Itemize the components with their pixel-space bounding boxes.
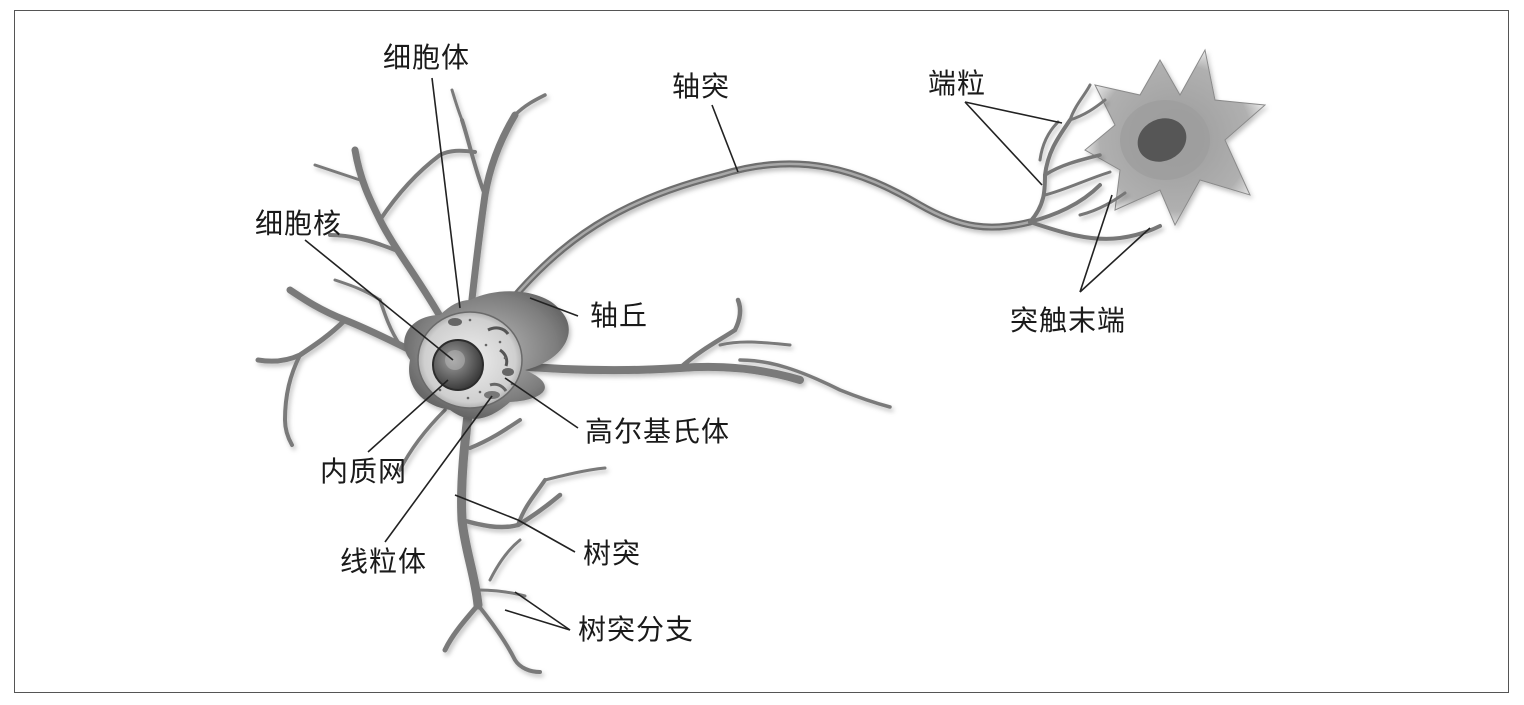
- diagram-frame: [14, 10, 1509, 693]
- label-dendrite: 树突: [583, 537, 642, 570]
- label-er: 内质网: [320, 455, 408, 488]
- label-axon-hillock: 轴丘: [590, 299, 649, 332]
- target-cell: [1084, 48, 1267, 227]
- label-axon: 轴突: [672, 70, 731, 103]
- leader-lines: [304, 77, 1151, 631]
- label-mitochondria: 线粒体: [340, 545, 428, 578]
- label-golgi: 高尔基氏体: [585, 415, 731, 448]
- label-soma: 细胞体: [383, 41, 471, 74]
- label-terminal-bouton: 端粒: [928, 67, 987, 100]
- dendrites: [255, 88, 892, 674]
- label-dendrite-branch: 树突分支: [578, 613, 695, 646]
- soma-interior: [417, 311, 523, 409]
- axon-branches: [501, 83, 1162, 312]
- label-synaptic-terminal: 突触末端: [1010, 304, 1127, 337]
- label-nucleus: 细胞核: [255, 207, 343, 240]
